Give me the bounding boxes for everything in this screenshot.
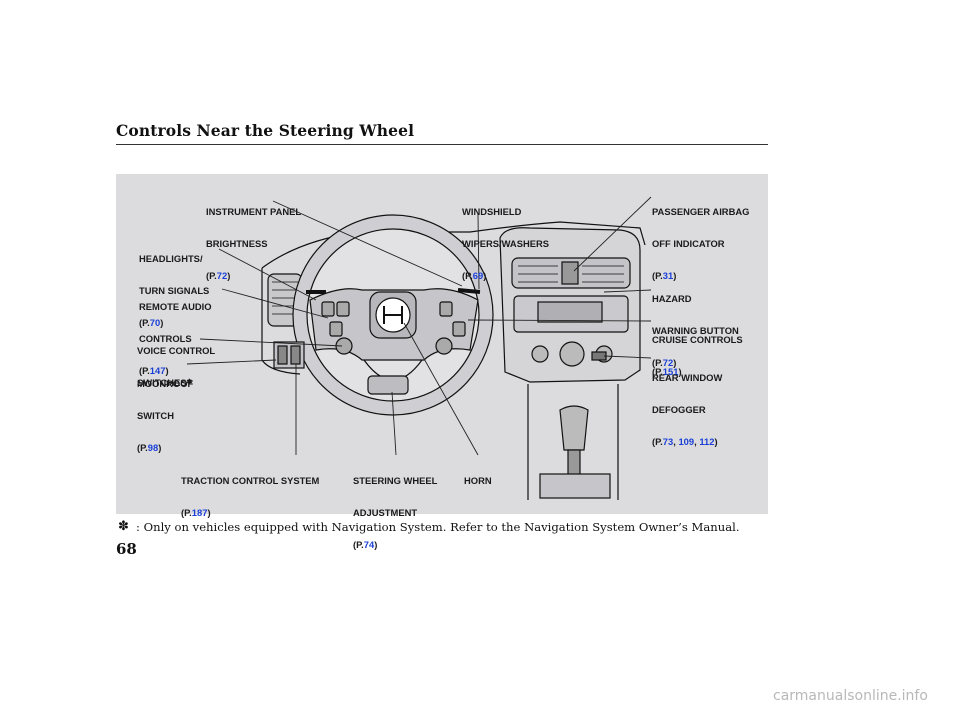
page-title: Controls Near the Steering Wheel bbox=[116, 121, 415, 140]
label-passenger-airbag: PASSENGER AIRBAG OFF INDICATOR (P.31) bbox=[652, 206, 750, 281]
page-link[interactable]: 74 bbox=[363, 538, 375, 550]
label-remote-audio: REMOTE AUDIO CONTROLS (P.147) bbox=[139, 301, 212, 376]
asterisk-icon: ✽ bbox=[118, 519, 129, 534]
label-cruise: CRUISE CONTROLS (P.151) bbox=[652, 334, 743, 377]
label-hazard: HAZARD WARNING BUTTON (P.72) bbox=[652, 293, 739, 368]
label-moonroof: MOONROOF SWITCH (P.98) bbox=[137, 378, 194, 453]
page-link[interactable]: 72 bbox=[216, 269, 228, 281]
label-horn: HORN bbox=[464, 475, 492, 487]
title-rule bbox=[116, 144, 768, 145]
page-link[interactable]: 31 bbox=[662, 269, 674, 281]
page-link[interactable]: 147 bbox=[149, 364, 166, 376]
footnote: : Only on vehicles equipped with Navigat… bbox=[136, 520, 740, 534]
asterisk-icon: ✽ bbox=[186, 378, 193, 386]
page-link[interactable]: 72 bbox=[662, 356, 674, 368]
label-steering-adjustment: STEERING WHEEL ADJUSTMENT (P.74) bbox=[353, 475, 438, 550]
page-link[interactable]: 98 bbox=[147, 441, 159, 453]
watermark: carmanualsonline.info bbox=[773, 688, 928, 704]
page-link[interactable]: 109 bbox=[678, 435, 695, 447]
page-link[interactable]: 151 bbox=[662, 365, 679, 377]
page-number: 68 bbox=[116, 540, 137, 558]
page-link[interactable]: 187 bbox=[191, 506, 208, 518]
label-headlights: HEADLIGHTS/ TURN SIGNALS (P.70) bbox=[139, 253, 210, 328]
page-link[interactable]: 73 bbox=[662, 435, 674, 447]
label-voice-control: VOICE CONTROL SWITCHES✽ bbox=[137, 345, 216, 388]
page-link[interactable]: 70 bbox=[149, 316, 161, 328]
label-instrument-panel-brightness: INSTRUMENT PANEL BRIGHTNESS (P.72) bbox=[206, 206, 302, 281]
page-link[interactable]: 69 bbox=[472, 269, 484, 281]
label-rear-window: REAR WINDOW DEFOGGER (P.73, 109, 112) bbox=[652, 372, 723, 447]
page-link[interactable]: 112 bbox=[699, 435, 715, 447]
label-windshield-wipers: WINDSHIELD WIPERS/WASHERS (P.69) bbox=[462, 206, 549, 281]
label-traction: TRACTION CONTROL SYSTEM (P.187) bbox=[181, 475, 320, 518]
